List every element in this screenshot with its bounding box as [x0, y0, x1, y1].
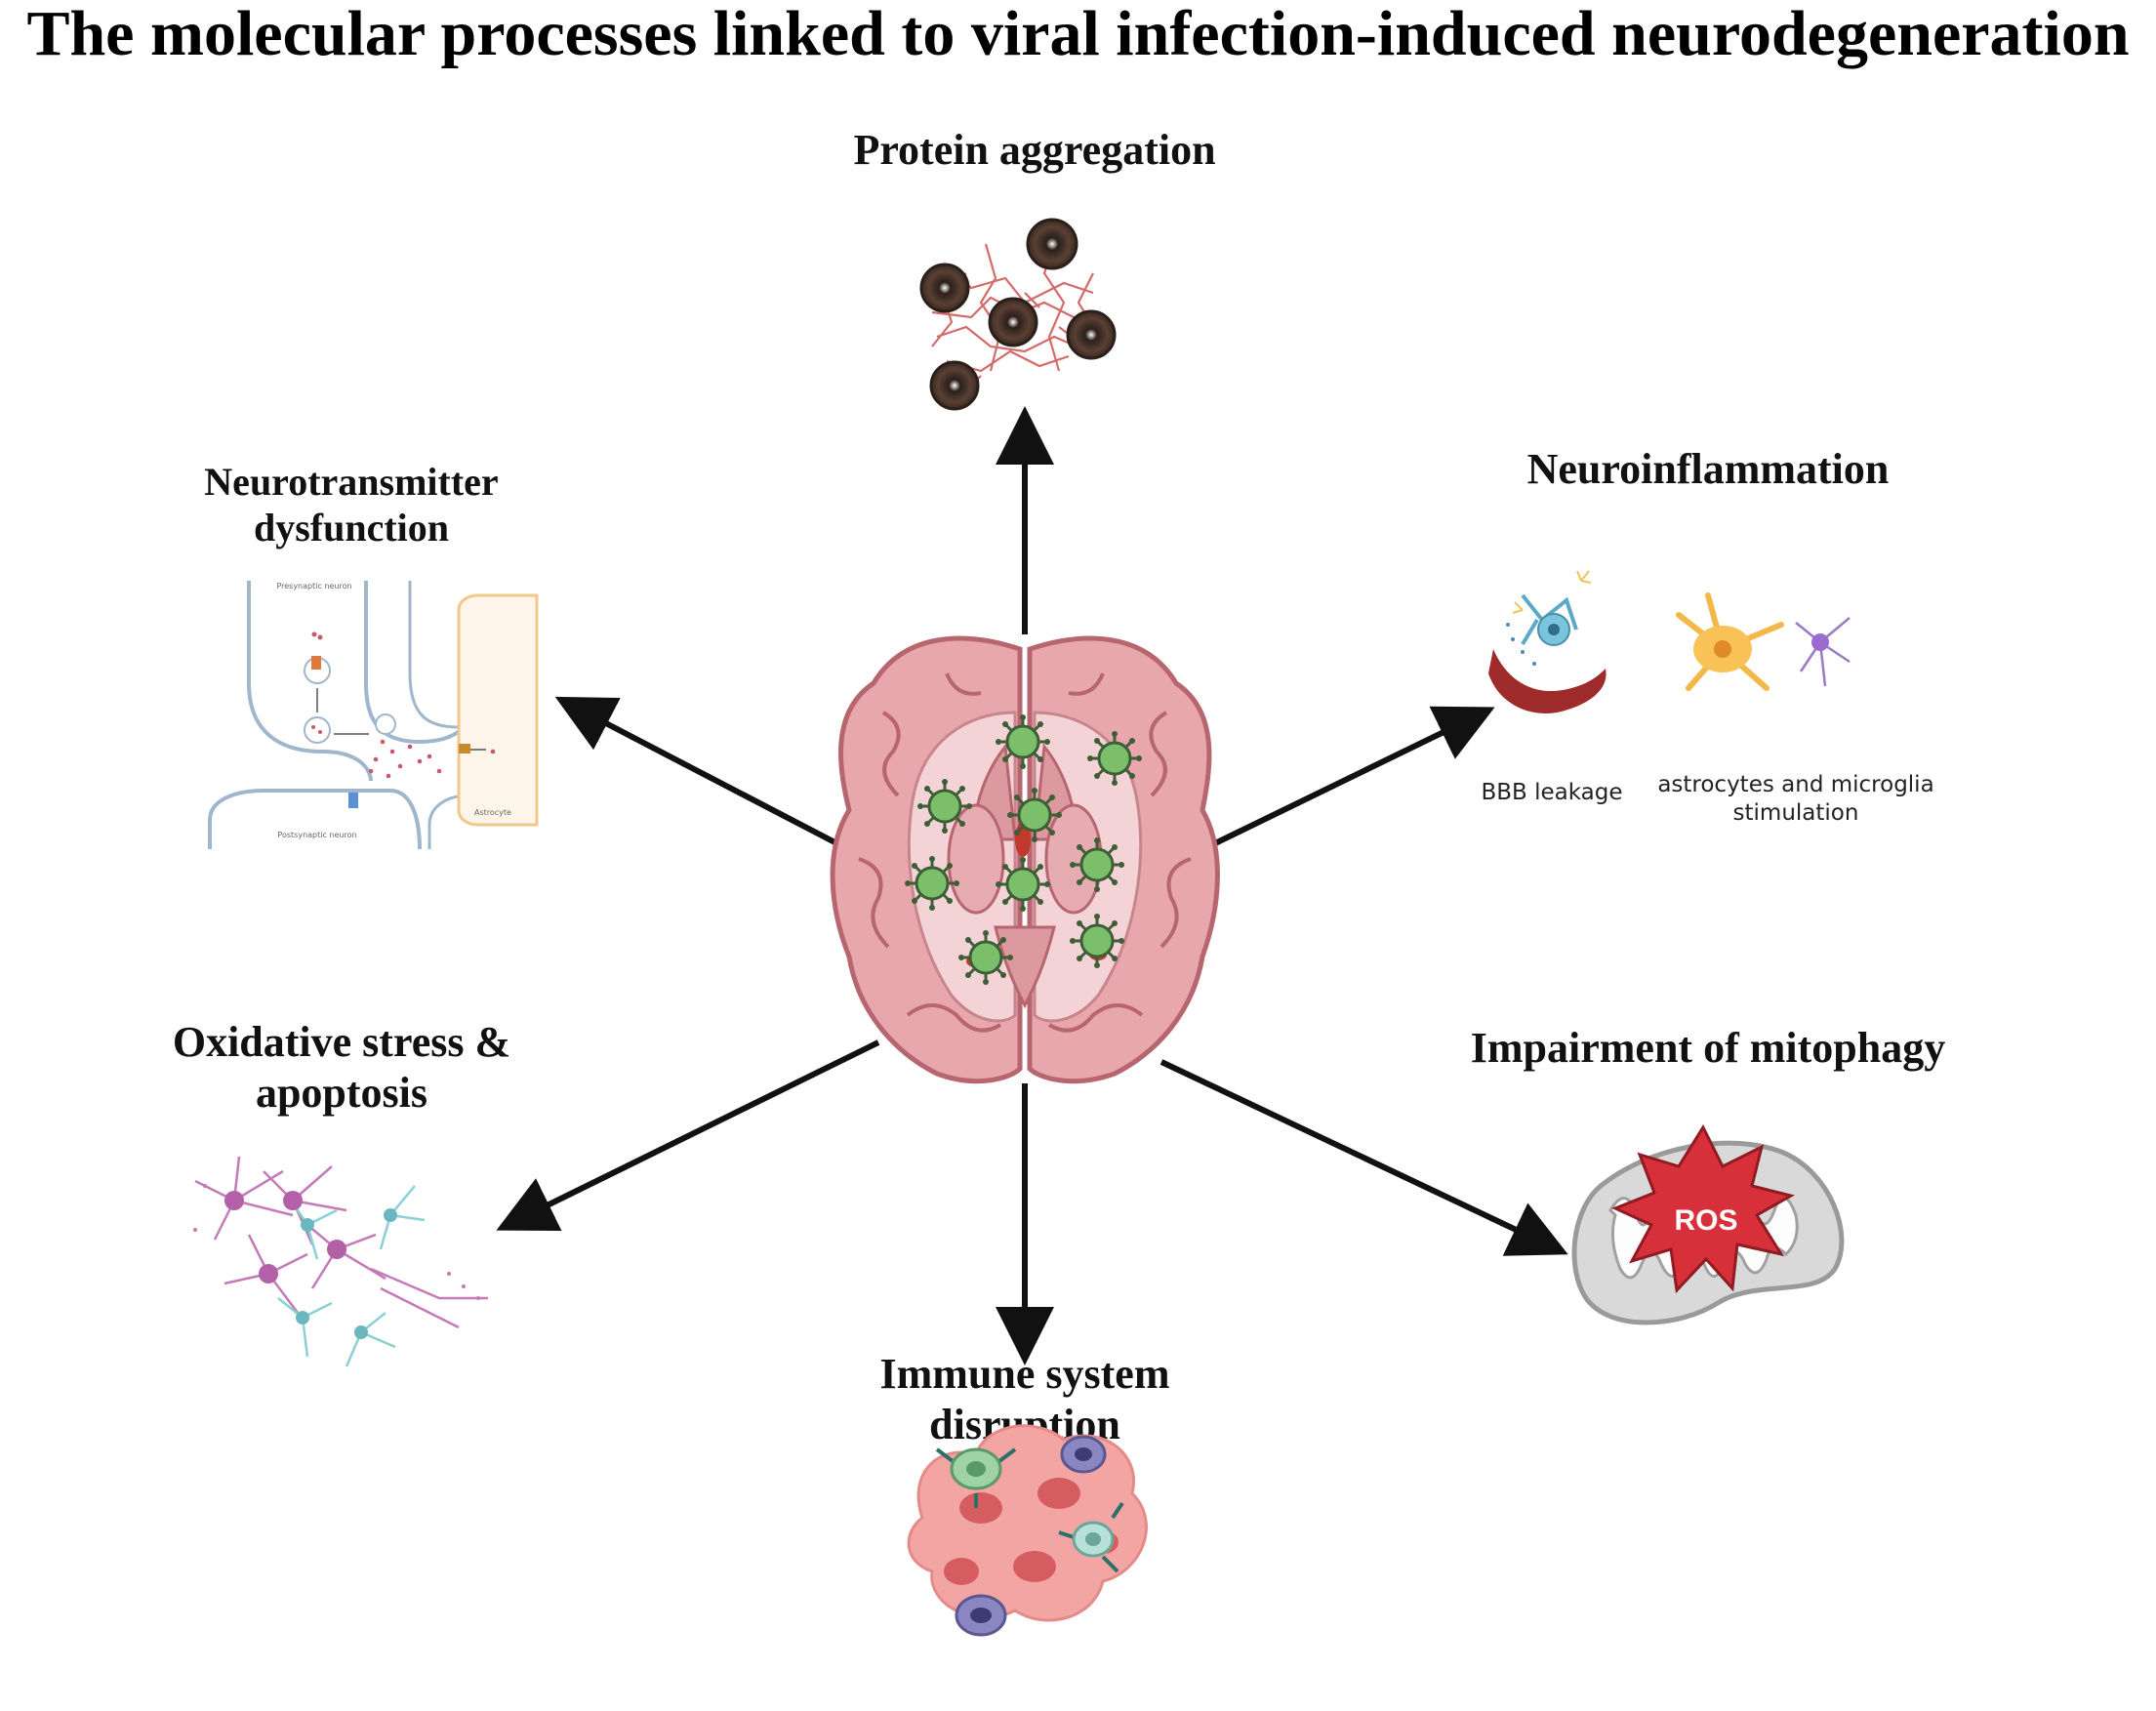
neuroinflammation-text: Neuroinflammation [1526, 445, 1890, 493]
brain-illustration [830, 635, 1220, 1084]
plaque [988, 297, 1038, 347]
label-neuroinflammation: Neuroinflammation [1464, 444, 1952, 495]
arrow-to-oxidative-stress [496, 1039, 880, 1232]
immune-cells-icon [907, 1424, 1148, 1637]
mitochondria-icon: ROS [1571, 1123, 1845, 1325]
neurotransmitter-line1: Neurotransmitter [204, 460, 499, 504]
protein-aggregation-text: Protein aggregation [853, 126, 1216, 174]
synapse-icon: Presynaptic neuron Postsynaptic neuron A… [208, 581, 539, 850]
label-bbb-leakage: BBB leakage [1454, 779, 1649, 807]
arrow-to-neurotransmitter [554, 696, 846, 850]
protein-aggregation-icon [919, 218, 1117, 411]
label-oxidative-stress: Oxidative stress & apoptosis [146, 1017, 537, 1119]
label-neurotransmitter-dysfunction: Neurotransmitter dysfunction [156, 459, 547, 550]
ros-label: ROS [1674, 1204, 1737, 1237]
arrow-to-neuroinflammation [1211, 706, 1495, 847]
ros-burst-icon [1611, 1123, 1795, 1294]
plaque [929, 360, 980, 411]
label-protein-aggregation: Protein aggregation [742, 125, 1327, 176]
plaque [1066, 309, 1117, 360]
astrocyte-microglia-icon [1676, 592, 1851, 691]
bbb-leakage-icon [1488, 570, 1607, 713]
oxidative-stress-icon [193, 1156, 488, 1367]
plaque [1026, 218, 1078, 270]
oxidative-line1: Oxidative stress & [172, 1018, 511, 1066]
bbb-leakage-text: BBB leakage [1481, 780, 1623, 805]
presynaptic-label: Presynaptic neuron [276, 582, 351, 591]
arrow-to-mitophagy [1159, 1059, 1568, 1256]
figure-title: The molecular processes linked to viral … [26, 0, 2130, 69]
astro-line1: astrocytes and microglia [1657, 772, 1934, 797]
astro-line2: stimulation [1732, 799, 1859, 826]
postsynaptic-label: Postsynaptic neuron [277, 831, 356, 839]
arrows [496, 406, 1568, 1365]
oxidative-line2: apoptosis [255, 1068, 428, 1117]
plaque [919, 263, 970, 313]
label-astrocytes-microglia: astrocytes and microglia stimulation [1640, 771, 1952, 828]
astrocyte-label: Astrocyte [474, 808, 511, 817]
neurotransmitter-line2: dysfunction [253, 506, 450, 550]
mitophagy-text: Impairment of mitophagy [1470, 1024, 1946, 1072]
label-mitophagy: Impairment of mitophagy [1415, 1023, 2001, 1074]
